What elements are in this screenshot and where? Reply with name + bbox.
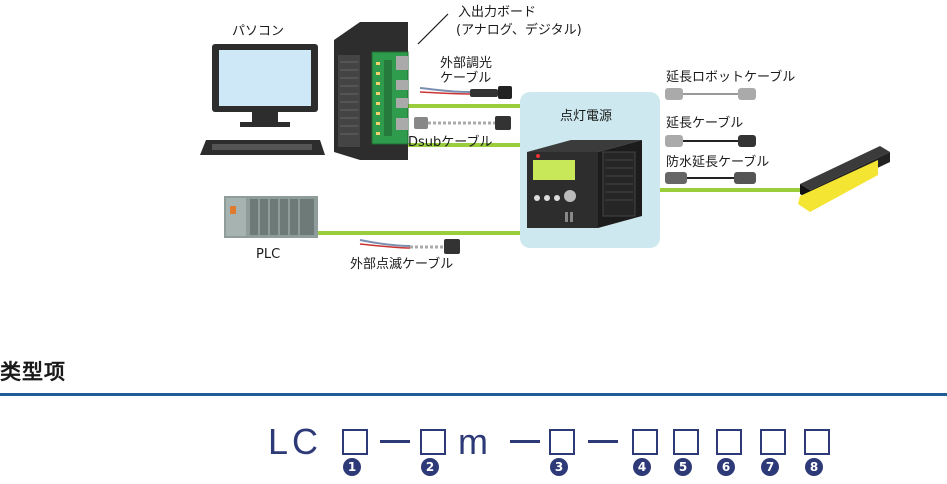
position-badge-4: 4 (633, 458, 651, 476)
code-box-8 (804, 429, 830, 455)
plc-icon (224, 196, 318, 238)
label-ext-blink-cable: 外部点滅ケーブル (350, 256, 453, 272)
label-ext-dimmer-cable-line2: ケーブル (440, 70, 491, 86)
bar-light-icon (798, 146, 890, 212)
model-code-prefix: LC (268, 421, 323, 462)
code-box-5 (673, 429, 699, 455)
label-pc: パソコン (232, 24, 284, 39)
position-badge-1: 1 (343, 458, 361, 476)
section-title: 类型项 (0, 360, 66, 384)
ext-blink-cable-icon (359, 239, 460, 254)
monitor-icon (212, 44, 318, 127)
code-box-4 (632, 429, 658, 455)
io-board-icon (371, 51, 409, 145)
ext-dimmer-cable-icon (419, 86, 512, 99)
cable-lines (318, 104, 800, 235)
system-diagram: パソコン 入出力ボード (アナログ、デジタル) 外部調光 ケーブル Dsubケー… (200, 5, 890, 272)
ext-robot-cable-icon (665, 88, 756, 100)
label-ext-cable: 延長ケーブル (666, 115, 743, 131)
model-code-unit: m (458, 421, 488, 462)
keyboard-icon (200, 140, 325, 155)
position-badge-8: 8 (805, 458, 823, 476)
section-divider (0, 393, 947, 396)
label-ext-robot-cable: 延長ロボットケーブル (666, 69, 795, 85)
position-badge-6: 6 (717, 458, 735, 476)
code-box-6 (716, 429, 742, 455)
power-supply-icon (527, 140, 642, 228)
label-io-board: 入出力ボード (458, 5, 536, 20)
label-waterproof-ext-cable: 防水延長ケーブル (666, 154, 769, 170)
position-badge-2: 2 (421, 458, 439, 476)
code-box-1 (342, 429, 368, 455)
code-dash-2 (510, 440, 540, 443)
waterproof-ext-cable-icon (665, 172, 756, 184)
label-plc: PLC (256, 247, 280, 262)
code-box-2 (420, 429, 446, 455)
position-badge-5: 5 (674, 458, 692, 476)
position-badge-3: 3 (550, 458, 568, 476)
code-dash-1 (380, 440, 410, 443)
label-ext-dimmer-cable-line1: 外部調光 (440, 56, 492, 71)
code-box-3 (549, 429, 575, 455)
label-power-supply: 点灯電源 (560, 109, 612, 124)
ext-cable-icon (665, 135, 756, 147)
dsub-cable-icon (414, 116, 511, 130)
position-badge-7: 7 (761, 458, 779, 476)
label-io-board-type: (アナログ、デジタル) (456, 22, 582, 38)
io-board-leader (417, 13, 449, 45)
label-dsub-cable: Dsubケーブル (408, 134, 493, 150)
code-dash-3 (588, 440, 618, 443)
code-box-7 (760, 429, 786, 455)
